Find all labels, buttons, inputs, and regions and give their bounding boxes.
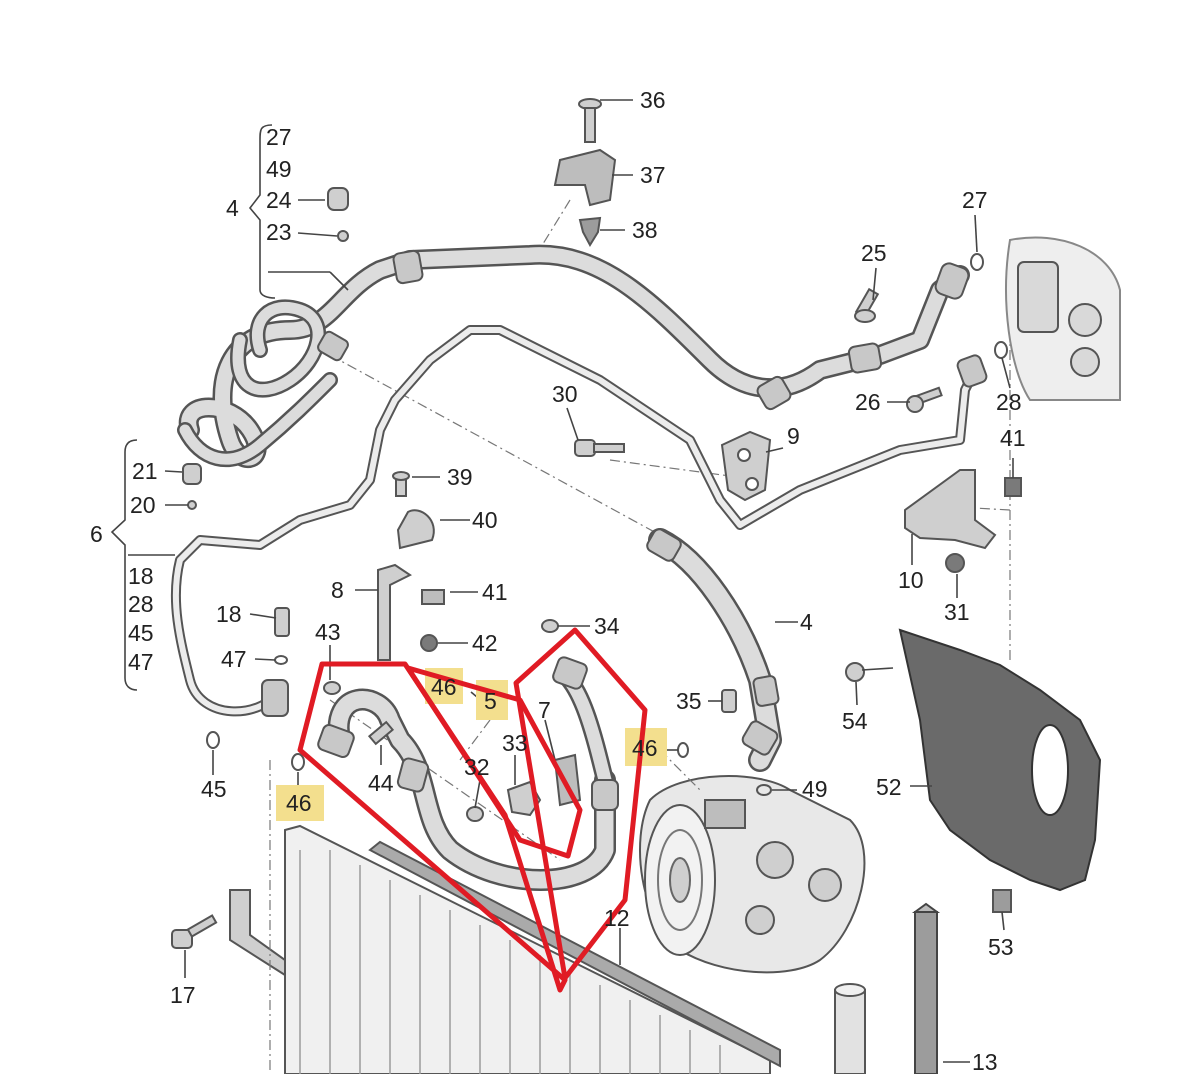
part-label-43: 43 xyxy=(315,619,341,645)
highlight-boxes xyxy=(276,668,667,821)
part-label-45-group6: 45 xyxy=(128,620,154,646)
part-label-46-left: 46 xyxy=(286,790,312,816)
part-label-9: 9 xyxy=(787,423,800,449)
part-label-4: 4 xyxy=(800,609,813,635)
part-label-45: 45 xyxy=(201,776,227,802)
part-label-21: 21 xyxy=(132,458,158,484)
part-label-37: 37 xyxy=(640,162,666,188)
part-label-54: 54 xyxy=(842,708,868,734)
part-label-35: 35 xyxy=(676,688,702,714)
part-label-41-right: 41 xyxy=(1000,425,1026,451)
part-label-42: 42 xyxy=(472,630,498,656)
red-outline-right[interactable] xyxy=(513,627,648,981)
part-label-36: 36 xyxy=(640,87,666,113)
part-label-32: 32 xyxy=(464,754,490,780)
part-label-5: 5 xyxy=(484,688,497,714)
part-label-17: 17 xyxy=(170,982,196,1008)
part-label-27-right: 27 xyxy=(962,187,988,213)
part-label-49-group4: 49 xyxy=(266,156,292,182)
part-label-28-right: 28 xyxy=(996,389,1022,415)
part-number-labels: 36 37 38 27 49 24 23 4 27 25 26 28 30 9 … xyxy=(90,87,1026,1074)
part-label-28-group6: 28 xyxy=(128,591,154,617)
part-label-33: 33 xyxy=(502,730,528,756)
part-label-26: 26 xyxy=(855,389,881,415)
part-label-27-group4: 27 xyxy=(266,124,292,150)
red-annotation-outlines[interactable] xyxy=(297,627,648,993)
part-label-7: 7 xyxy=(538,697,551,723)
part-label-49: 49 xyxy=(802,776,828,802)
hose-fittings xyxy=(261,249,988,811)
ac-compressor xyxy=(639,775,866,974)
part-label-31: 31 xyxy=(944,599,970,625)
heat-shield xyxy=(898,628,1102,892)
part-label-38: 38 xyxy=(632,217,658,243)
assembly-lines xyxy=(269,199,1011,1074)
part-label-23: 23 xyxy=(266,219,292,245)
red-outline-inner[interactable] xyxy=(405,665,583,859)
part-label-46-right: 46 xyxy=(632,735,658,761)
part-label-18: 18 xyxy=(216,601,242,627)
highlight-box-46c xyxy=(276,785,324,821)
part-label-44: 44 xyxy=(368,770,394,796)
part-label-53: 53 xyxy=(988,934,1014,960)
part-label-20: 20 xyxy=(130,492,156,518)
part-label-30: 30 xyxy=(552,381,578,407)
part-label-6: 6 xyxy=(90,521,103,547)
part-label-40: 40 xyxy=(472,507,498,533)
part-label-25: 25 xyxy=(861,240,887,266)
part-label-52: 52 xyxy=(876,774,902,800)
part-label-24: 24 xyxy=(266,187,292,213)
highlight-box-46b xyxy=(625,728,667,766)
refrigerant-hoses xyxy=(170,244,980,891)
evaporator-housing xyxy=(1005,236,1121,401)
part-label-13: 13 xyxy=(972,1049,998,1074)
part-label-8: 8 xyxy=(331,577,344,603)
small-parts xyxy=(171,98,1022,949)
part-label-46-center: 46 xyxy=(431,674,457,700)
red-outline-left[interactable] xyxy=(297,661,568,993)
part-label-41-center: 41 xyxy=(482,579,508,605)
part-label-39: 39 xyxy=(447,464,473,490)
receiver-drier xyxy=(834,902,941,1074)
part-label-4-group: 4 xyxy=(226,195,239,221)
part-label-18-group6: 18 xyxy=(128,563,154,589)
part-label-47-group6: 47 xyxy=(128,649,154,675)
part-label-10: 10 xyxy=(898,567,924,593)
part-label-47: 47 xyxy=(221,646,247,672)
part-label-12: 12 xyxy=(604,905,630,931)
part-label-34: 34 xyxy=(594,613,620,639)
